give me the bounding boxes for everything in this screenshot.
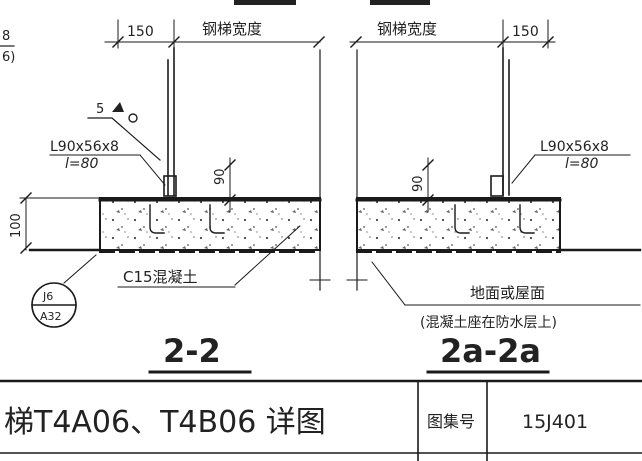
dim-90-right: 90: [411, 175, 426, 192]
stringer-left: [163, 47, 177, 197]
drawing-title: 梯T4A06、T4B06 详图: [4, 405, 326, 440]
atlas-label: 图集号: [427, 412, 475, 431]
concrete-block-left: [98, 197, 322, 251]
concrete-block-right: [355, 197, 562, 251]
angle-label-left: L90x56x8: [50, 139, 119, 155]
weld-symbol: [87, 102, 161, 161]
section-cut-mark: [234, 0, 296, 5]
angle-label-right: L90x56x8: [540, 139, 609, 155]
concrete-label: C15混凝土: [123, 268, 198, 286]
floor-note: (混凝土座在防水层上): [420, 315, 557, 331]
width-label-left: 钢梯宽度: [202, 20, 262, 38]
angle-length-right: l=80: [565, 156, 599, 172]
stringer-right: [490, 47, 510, 197]
dim-90-left: 90: [213, 168, 228, 185]
dim-100: 100: [9, 213, 24, 238]
dimension-line-left: [104, 19, 325, 49]
dim-150-right: 150: [512, 24, 539, 40]
axis-lines: [309, 49, 368, 291]
concrete-leader: [234, 225, 301, 286]
corner-label-bottom: 6): [2, 50, 15, 65]
floor-label: 地面或屋面: [470, 284, 545, 302]
detail-bubble-bottom: A32: [40, 310, 62, 323]
weld-size: 5: [96, 102, 104, 117]
section-title-left: 2-2: [163, 332, 221, 370]
title-block: [0, 379, 642, 461]
section-cut-mark: [370, 0, 430, 5]
dimension-line-right: [349, 19, 556, 49]
corner-label-top: 8: [2, 29, 10, 44]
atlas-number: 15J401: [522, 411, 588, 433]
floor-leader: [371, 261, 406, 306]
detail-bubble-top: J6: [42, 290, 53, 303]
width-label-right: 钢梯宽度: [377, 20, 437, 38]
angle-length-left: l=80: [65, 156, 99, 172]
section-title-right: 2a-2a: [440, 332, 541, 370]
detail-bubble: [31, 254, 97, 328]
dim-150-left: 150: [127, 24, 154, 40]
